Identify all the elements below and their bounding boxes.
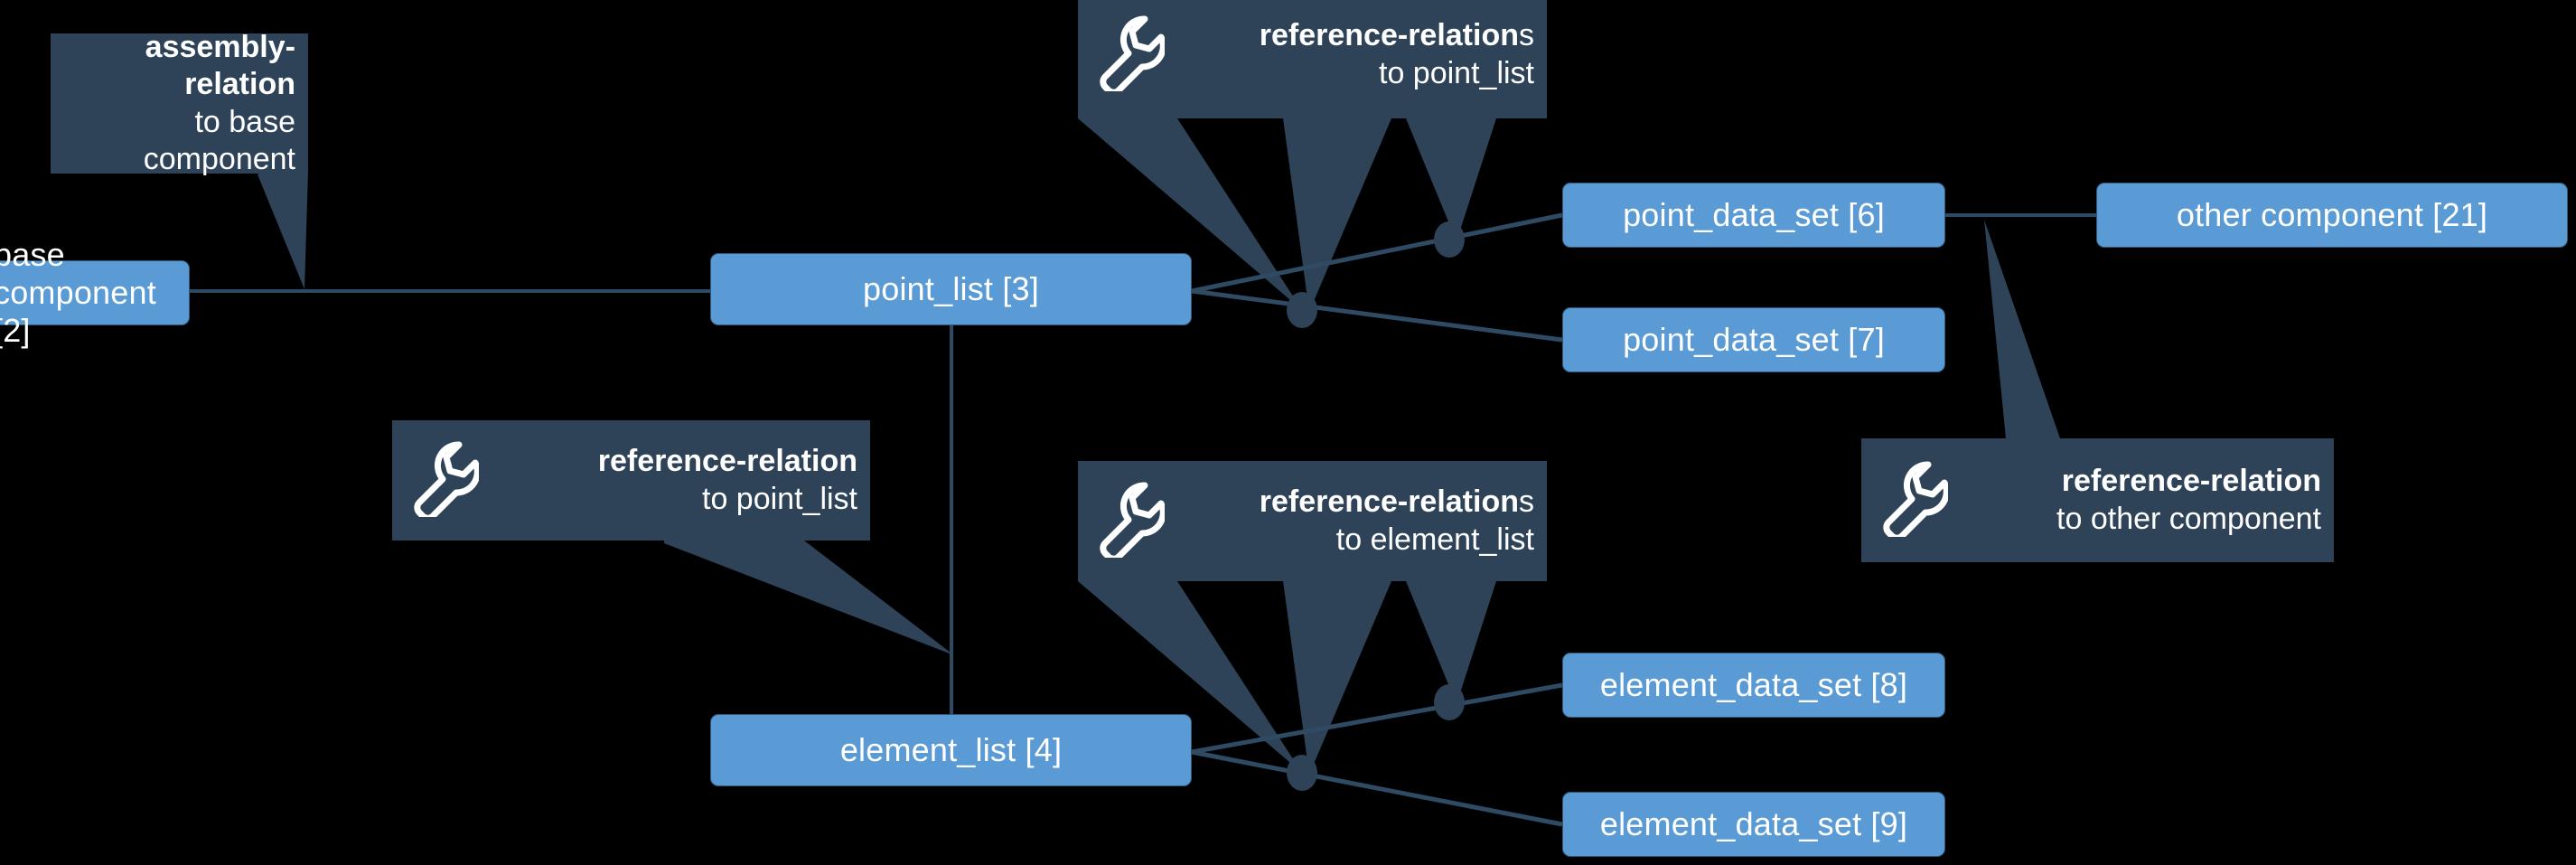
edge-point-list-to-point-data-set-7 — [1191, 288, 1563, 343]
callout-tail-reference-relations-point-a — [1283, 118, 1391, 312]
callout-title-suffix: s — [1519, 484, 1534, 520]
callout-tail-assembly-relation — [258, 172, 308, 289]
wrench-icon — [1094, 480, 1166, 562]
callout-tail-reference-relations-element-b — [1283, 581, 1391, 775]
callout-subtitle: to element_list — [1335, 522, 1534, 557]
node-label: point_list [3] — [863, 270, 1039, 307]
junction-point-upper — [1434, 221, 1465, 258]
callout-text: reference-relations to point_list — [1168, 17, 1547, 92]
wrench-icon — [408, 439, 481, 522]
node-element-data-set-9[interactable]: element_data_set [9] — [1562, 792, 1945, 857]
edge-element-list-to-element-data-set-8 — [1191, 682, 1563, 755]
edge-element-list-to-element-data-set-9 — [1191, 749, 1563, 827]
callout-reference-relations-to-point-list: reference-relations to point_list — [1078, 0, 1547, 118]
node-base-component[interactable]: base component [2] — [0, 236, 190, 349]
callout-assembly-relation-to-base-component: assembly-relation to base component — [51, 30, 308, 176]
wrench-icon — [1094, 14, 1166, 96]
callout-tail-reference-relations-point-b — [1406, 118, 1496, 241]
callout-title-suffix: s — [1519, 18, 1534, 53]
callout-title: reference-relation — [597, 444, 857, 479]
callout-reference-relation-to-other-component: reference-relation to other component — [1861, 438, 2334, 562]
callout-subtitle: to other component — [2056, 501, 2321, 536]
node-other-component-21[interactable]: other component [21] — [2096, 183, 2568, 248]
callout-subtitle: to base component — [143, 104, 295, 176]
junction-element-lower — [1287, 755, 1317, 791]
junction-element-upper — [1434, 684, 1465, 720]
callout-tail-reference-relations-element-a — [1078, 581, 1302, 773]
callout-title-line: reference-relation — [1952, 463, 2321, 500]
callout-subtitle: to point_list — [702, 481, 857, 516]
callout-title-line: reference-relations — [1168, 484, 1534, 521]
edge-point-list-to-point-data-set-6 — [1191, 212, 1563, 294]
callout-tail-reference-relations-element-c — [1406, 581, 1496, 704]
node-point-list[interactable]: point_list [3] — [710, 253, 1192, 325]
callout-title-line: reference-relation — [482, 443, 857, 480]
node-label: element_list [4] — [839, 731, 1063, 768]
node-label: element_data_set [8] — [1599, 666, 1908, 703]
callout-tail-reference-relations-point-upper — [1078, 118, 1302, 310]
callout-title: reference-relation — [2061, 464, 2321, 499]
callout-reference-relation-to-point-list: reference-relation to point_list — [392, 420, 870, 541]
callout-reference-relations-to-element-list: reference-relations to element_list — [1078, 461, 1547, 581]
callout-title: reference-relation — [1259, 484, 1519, 520]
node-label: base component [2] — [0, 236, 156, 349]
node-element-data-set-8[interactable]: element_data_set [8] — [1562, 653, 1945, 718]
callout-tail-reference-relation-other-component — [1984, 220, 2060, 438]
node-point-data-set-6[interactable]: point_data_set [6] — [1562, 183, 1945, 248]
callout-text: reference-relations to element_list — [1168, 484, 1547, 559]
callout-title-line: assembly-relation — [51, 29, 295, 104]
callout-title-line: reference-relations — [1168, 17, 1534, 54]
callout-subtitle: to point_list — [1379, 55, 1534, 90]
node-label: element_data_set [9] — [1599, 805, 1908, 842]
wrench-icon — [1878, 459, 1950, 541]
callout-tail-reference-relation-point-list — [664, 541, 954, 655]
node-label: point_data_set [6] — [1623, 196, 1885, 233]
callout-title: reference-relation — [1259, 18, 1519, 53]
node-element-list[interactable]: element_list [4] — [710, 714, 1192, 786]
callout-title: assembly-relation — [145, 29, 295, 102]
node-point-data-set-7[interactable]: point_data_set [7] — [1562, 307, 1945, 372]
callout-text: assembly-relation to base component — [51, 29, 308, 179]
callout-text: reference-relation to point_list — [482, 443, 870, 518]
callout-text: reference-relation to other component — [1952, 463, 2334, 538]
junction-point-lower — [1287, 292, 1317, 328]
node-label: other component [21] — [2176, 196, 2488, 233]
node-label: point_data_set [7] — [1623, 321, 1885, 358]
